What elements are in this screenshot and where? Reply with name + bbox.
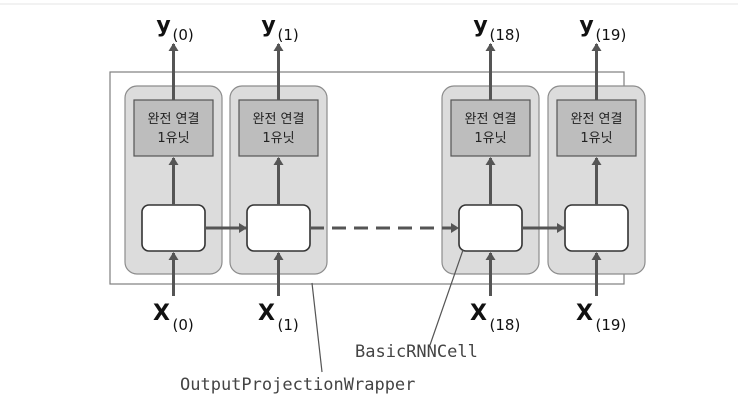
rnn-cell: 완전 연결 1유닛 <box>124 43 223 296</box>
recurrent-unit-box <box>141 204 206 252</box>
output-label: y <box>156 13 170 38</box>
basic-rnn-cell-label: BasicRNNCell <box>355 342 478 362</box>
input-label: X <box>153 301 170 326</box>
dense-label-line1: 완전 연결 <box>465 112 517 127</box>
output-label: y <box>261 13 275 38</box>
output-projection-wrapper-label: OutputProjectionWrapper <box>180 375 415 395</box>
input-label: X <box>258 301 275 326</box>
labels-layer: y(0)X(0)y(1)X(1)y(18)X(18)y(19)X(19) <box>153 13 626 334</box>
rnn-cell: 완전 연결 1유닛 <box>547 43 646 296</box>
output-subscript: (18) <box>490 26 521 44</box>
input-subscript: (18) <box>490 316 521 334</box>
basic-cell-callout-line <box>429 249 464 346</box>
output-label: y <box>473 13 487 38</box>
recurrent-unit-box <box>458 204 523 252</box>
dense-label-line1: 완전 연결 <box>148 112 200 127</box>
dense-label-line2: 1유닛 <box>580 131 612 146</box>
dense-layer-box <box>450 99 531 157</box>
output-subscript: (19) <box>596 26 627 44</box>
output-subscript: (1) <box>278 26 299 44</box>
dense-label-line2: 1유닛 <box>474 131 506 146</box>
dense-label-line2: 1유닛 <box>157 131 189 146</box>
rnn-cell: 완전 연결 1유닛 <box>229 43 328 296</box>
dense-layer-box <box>556 99 637 157</box>
rnn-cell: 완전 연결 1유닛 <box>441 43 540 296</box>
input-label: X <box>470 301 487 326</box>
input-subscript: (0) <box>173 316 194 334</box>
input-subscript: (19) <box>596 316 627 334</box>
input-label: X <box>576 301 593 326</box>
recurrent-unit-box <box>246 204 311 252</box>
output-subscript: (0) <box>173 26 194 44</box>
dense-label-line2: 1유닛 <box>262 131 294 146</box>
wrapper-callout-line <box>311 282 323 373</box>
recurrent-unit-box <box>564 204 629 252</box>
cells-layer: 완전 연결 1유닛 완전 연결 1유닛 완전 연결 1유닛 완전 연결 1유닛 <box>124 43 646 296</box>
input-subscript: (1) <box>278 316 299 334</box>
output-label: y <box>579 13 593 38</box>
dense-label-line1: 완전 연결 <box>571 112 623 127</box>
dense-layer-box <box>133 99 214 157</box>
dense-label-line1: 완전 연결 <box>253 112 305 127</box>
dense-layer-box <box>238 99 319 157</box>
